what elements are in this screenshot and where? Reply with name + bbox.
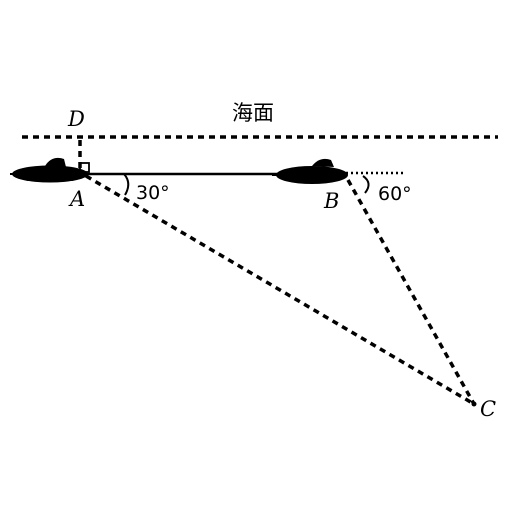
angle-arc-a: [123, 173, 130, 196]
angle-label-a: 30°: [136, 182, 170, 204]
label-d: D: [67, 107, 85, 131]
point-c-dot: [471, 401, 477, 407]
label-b: B: [323, 189, 339, 213]
label-a: A: [68, 187, 85, 211]
angle-label-b: 60°: [378, 183, 412, 205]
submarine-b: [272, 158, 348, 184]
sea-surface-label: 海面: [232, 101, 274, 125]
label-c: C: [480, 397, 496, 421]
segment-ac: [85, 174, 475, 406]
submarine-a: [10, 157, 88, 183]
segment-bc: [346, 179, 476, 405]
angle-arc-b: [362, 175, 370, 194]
